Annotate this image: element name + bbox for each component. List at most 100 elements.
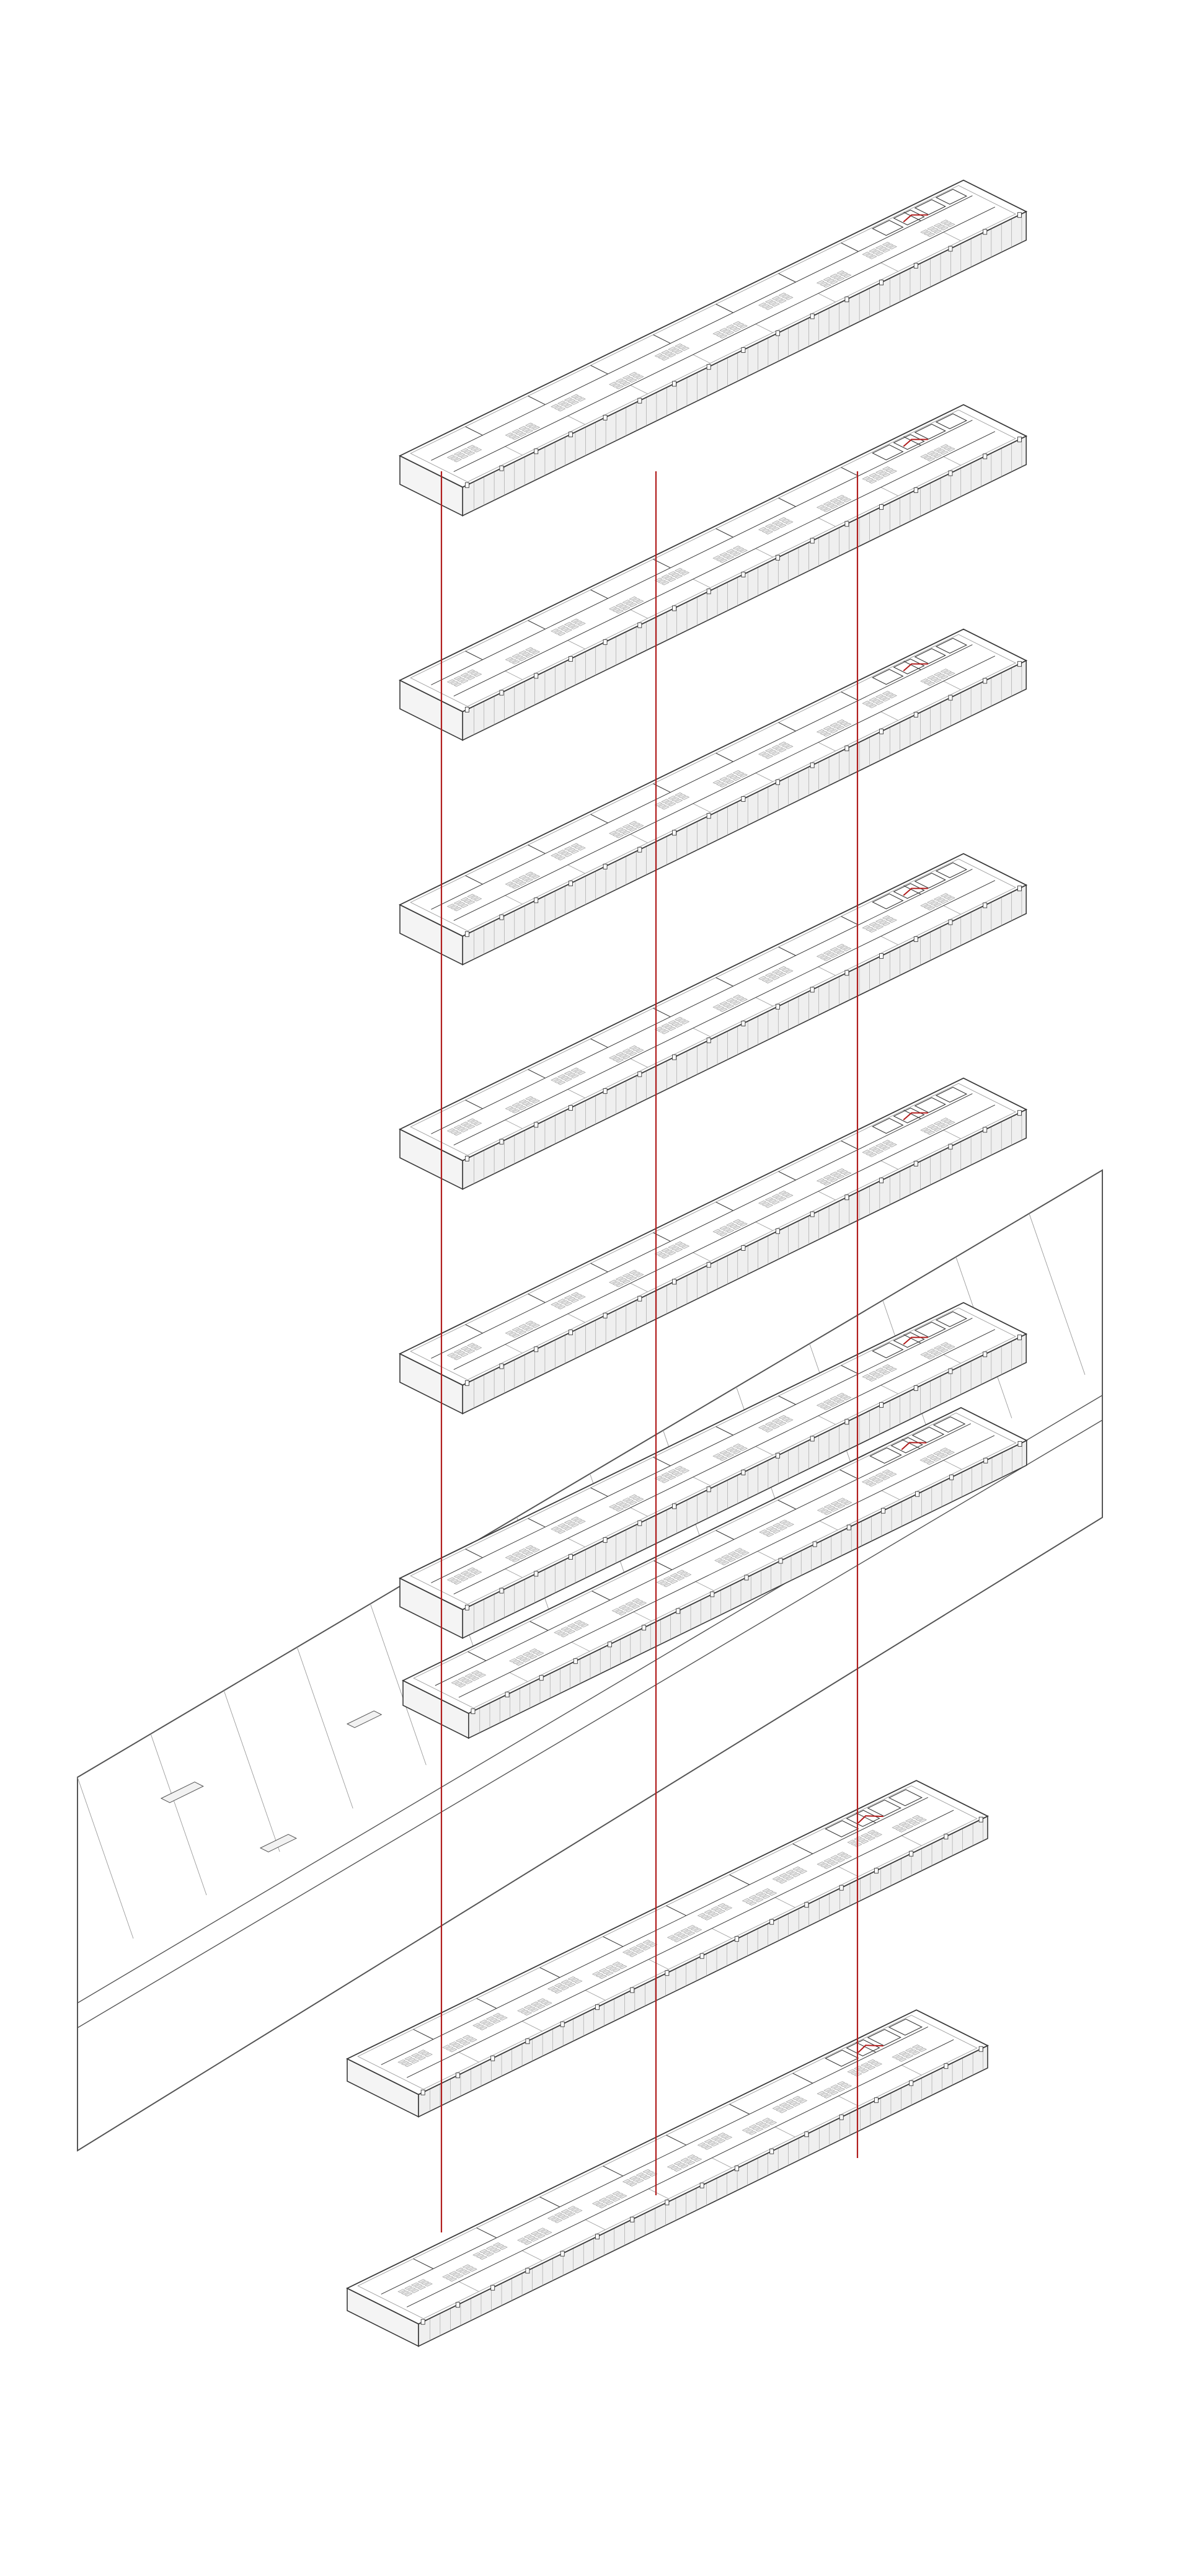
furniture-block bbox=[869, 704, 877, 708]
furniture-block bbox=[605, 1971, 614, 1976]
furniture-block bbox=[458, 1683, 466, 1688]
partition-wall bbox=[693, 803, 711, 813]
furniture-block bbox=[557, 856, 566, 861]
furniture-block bbox=[833, 500, 842, 504]
furniture-block bbox=[661, 806, 670, 810]
partition-wall bbox=[755, 773, 773, 782]
furniture-block bbox=[733, 552, 742, 557]
column bbox=[642, 1625, 647, 1631]
furniture-block bbox=[618, 1611, 627, 1616]
furniture-block bbox=[544, 2231, 552, 2236]
furniture-block bbox=[681, 1020, 690, 1024]
furniture-block bbox=[629, 2182, 638, 2187]
furniture-block bbox=[683, 1930, 693, 1934]
furniture-block bbox=[668, 1020, 676, 1024]
furniture-block bbox=[927, 226, 936, 231]
furniture-block bbox=[417, 2050, 426, 2054]
furniture-block bbox=[505, 1330, 513, 1335]
furniture-block bbox=[570, 1292, 579, 1297]
furniture-block bbox=[778, 748, 787, 753]
column bbox=[844, 1419, 849, 1425]
furniture-block bbox=[466, 2266, 474, 2270]
furniture-block bbox=[905, 2048, 914, 2052]
corridor-edge bbox=[458, 1435, 995, 1698]
furniture-block bbox=[888, 1367, 897, 1372]
furniture-block bbox=[595, 2202, 604, 2207]
furniture-block bbox=[839, 945, 848, 950]
column bbox=[534, 897, 539, 904]
furniture-block bbox=[678, 794, 686, 799]
furniture-block bbox=[554, 1304, 562, 1308]
interior-wall-line bbox=[410, 409, 1017, 707]
furniture-block bbox=[525, 1552, 534, 1556]
interior-wall-line bbox=[410, 634, 1017, 931]
site-building-block bbox=[259, 1834, 298, 1852]
furniture-block bbox=[912, 2051, 921, 2056]
furniture-block bbox=[729, 1224, 738, 1228]
furniture-block bbox=[515, 1104, 524, 1109]
furniture-block bbox=[820, 1404, 828, 1409]
column bbox=[948, 919, 953, 925]
furniture-block bbox=[940, 1124, 949, 1129]
partition-wall bbox=[856, 1812, 877, 1823]
furniture-block bbox=[446, 1128, 455, 1132]
furniture-block bbox=[453, 1574, 462, 1578]
furniture-block bbox=[778, 523, 787, 528]
partition-wall bbox=[413, 2028, 434, 2040]
furniture-block bbox=[930, 901, 939, 906]
furniture-block bbox=[820, 1509, 829, 1514]
lower-floor-slab-2 bbox=[345, 2009, 990, 2347]
furniture-block bbox=[833, 724, 842, 729]
furniture-block bbox=[717, 1903, 726, 1908]
furniture-block bbox=[670, 1579, 678, 1584]
furniture-block bbox=[771, 1201, 780, 1205]
column bbox=[1017, 1335, 1022, 1341]
furniture-block bbox=[615, 603, 624, 607]
furniture-block bbox=[445, 2046, 454, 2051]
furniture-block bbox=[470, 895, 479, 900]
furniture-block bbox=[761, 977, 770, 982]
column bbox=[734, 1936, 739, 1942]
furniture-block bbox=[664, 1250, 673, 1254]
partition-wall bbox=[630, 384, 648, 394]
column bbox=[665, 2200, 670, 2206]
furniture-block bbox=[570, 2207, 580, 2212]
furniture-block bbox=[615, 1501, 624, 1505]
column bbox=[741, 1470, 746, 1475]
service-room bbox=[893, 434, 925, 450]
service-room bbox=[935, 637, 968, 654]
furniture-block bbox=[940, 1117, 949, 1122]
furniture-block bbox=[870, 1831, 879, 1836]
furniture-block bbox=[675, 1241, 683, 1246]
furniture-block bbox=[629, 1052, 637, 1057]
furniture-block bbox=[518, 1555, 527, 1560]
furniture-block bbox=[923, 680, 932, 685]
furniture-block bbox=[521, 1101, 530, 1106]
furniture-block bbox=[857, 1838, 866, 1842]
furniture-block bbox=[764, 523, 773, 528]
corridor-edge bbox=[453, 431, 996, 697]
furniture-block bbox=[626, 1499, 634, 1504]
partition-wall bbox=[585, 2219, 606, 2230]
furniture-block bbox=[517, 2008, 526, 2012]
furniture-block bbox=[668, 1026, 676, 1031]
furniture-block bbox=[496, 2244, 505, 2249]
furniture-block bbox=[453, 1131, 462, 1136]
furniture-block bbox=[560, 1979, 569, 1984]
furniture-block bbox=[577, 398, 586, 402]
furniture-block bbox=[529, 1655, 538, 1659]
furniture-block bbox=[697, 1912, 706, 1917]
furniture-block bbox=[719, 1008, 728, 1012]
furniture-block bbox=[683, 1573, 692, 1578]
furniture-block bbox=[530, 2231, 539, 2236]
column bbox=[603, 639, 608, 645]
furniture-block bbox=[457, 1351, 466, 1356]
furniture-block bbox=[482, 2021, 491, 2025]
furniture-block bbox=[461, 1678, 470, 1683]
partition-wall bbox=[528, 845, 546, 854]
column bbox=[560, 2250, 565, 2257]
partition-wall bbox=[715, 1201, 733, 1211]
furniture-block bbox=[681, 571, 690, 575]
furniture-block bbox=[768, 974, 777, 979]
furniture-block bbox=[875, 1150, 884, 1154]
